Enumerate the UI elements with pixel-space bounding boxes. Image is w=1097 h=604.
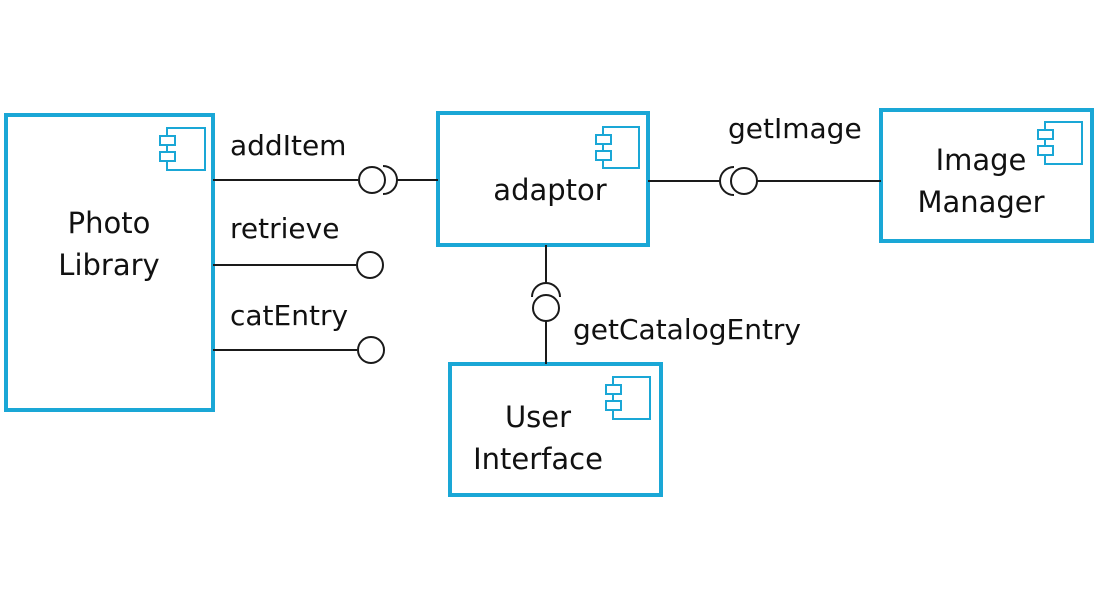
get-catalog-entry-label: getCatalogEntry: [573, 313, 801, 346]
component-icon: [595, 126, 640, 169]
user-interface-component: User Interface: [448, 362, 663, 497]
get-catalog-entry-ball-icon: [532, 294, 560, 322]
image-manager-label-line2: Manager: [917, 185, 1044, 219]
cat-entry-ball-icon: [357, 336, 385, 364]
add-item-label: addItem: [230, 129, 346, 162]
photo-library-label-line2: Library: [58, 248, 159, 282]
cat-entry-label: catEntry: [230, 299, 348, 332]
image-manager-component: Image Manager: [879, 108, 1094, 243]
user-interface-label-line1: User: [505, 400, 571, 434]
get-image-connector: getImage: [648, 112, 881, 196]
component-icon: [159, 127, 206, 171]
retrieve-label: retrieve: [230, 212, 339, 245]
cat-entry-interface: catEntry: [213, 299, 385, 364]
adaptor-component: adaptor: [436, 111, 650, 247]
photo-library-label-line1: Photo: [68, 206, 151, 240]
component-icon: [605, 376, 651, 420]
get-image-socket-icon: [719, 166, 735, 196]
user-interface-label-line2: Interface: [473, 442, 603, 476]
component-icon: [1037, 121, 1083, 165]
get-catalog-entry-connector: getCatalogEntry: [531, 245, 801, 364]
add-item-connector: addItem: [213, 129, 438, 195]
get-image-ball-icon: [730, 167, 758, 195]
photo-library-component: Photo Library: [4, 113, 215, 412]
add-item-socket-icon: [382, 165, 398, 195]
adaptor-label: adaptor: [493, 173, 606, 207]
get-catalog-entry-socket-icon: [531, 282, 561, 298]
retrieve-ball-icon: [356, 251, 384, 279]
retrieve-interface: retrieve: [213, 212, 384, 279]
get-image-label: getImage: [728, 112, 862, 145]
add-item-ball-icon: [358, 166, 386, 194]
image-manager-label-line1: Image: [936, 143, 1027, 177]
